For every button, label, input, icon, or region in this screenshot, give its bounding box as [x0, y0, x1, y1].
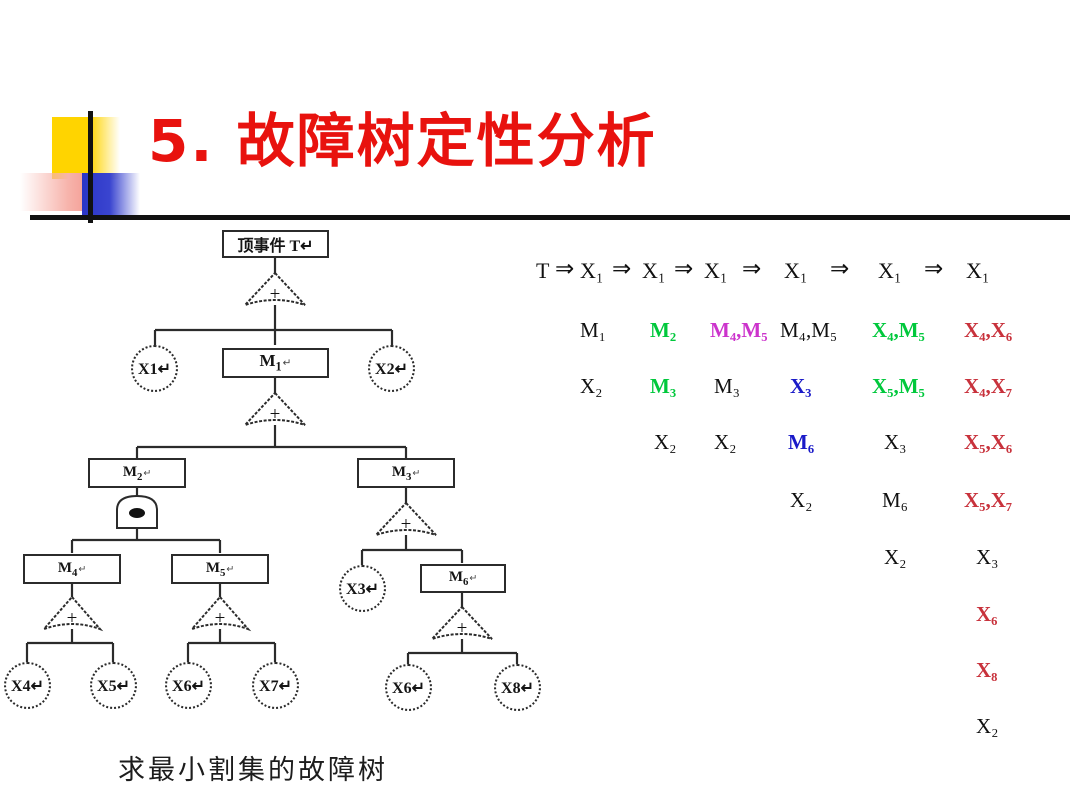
node-box-m3-label: M3↵ [391, 463, 421, 483]
deriv-arrow-4: ⇒ [742, 256, 762, 281]
deriv-c3-r3: X₂ [714, 430, 737, 454]
page-title: 5. 故障树定性分析 [148, 107, 657, 175]
deriv-c6-r4: X₅,X₇ [964, 488, 1013, 512]
deriv-c2-r2: M₃ [650, 374, 677, 398]
node-circle-x6-left-label: X6↵ [172, 677, 205, 695]
node-circle-x1[interactable]: X1↵ [131, 345, 178, 392]
deriv-head-5: X₁ [784, 258, 808, 283]
title-decoration [20, 103, 170, 225]
node-circle-x3-label: X3↵ [346, 580, 379, 598]
deriv-c2-r3: X₂ [654, 430, 677, 454]
deriv-c5-r5: X₂ [884, 545, 907, 569]
deriv-c5-r1: X₄,M₅ [872, 318, 925, 342]
deriv-c4-r1: M₄,M₅ [780, 318, 838, 342]
deriv-c6-r6: X₆ [976, 602, 998, 626]
diagram-caption: 求最小割集的故障树 [118, 755, 388, 786]
node-box-m4-label: M4↵ [57, 559, 87, 579]
node-circle-x1-label: X1↵ [138, 360, 171, 378]
node-circle-x6-right-label: X6↵ [392, 679, 425, 697]
deriv-head-2: X₁ [580, 258, 604, 283]
tree-connectors: + + + + + + [25, 257, 519, 665]
node-circle-x5-label: X5↵ [97, 677, 130, 695]
deriv-c6-r1: X₄,X₆ [964, 318, 1013, 342]
deriv-c3-r1: M₄,M₅ [710, 318, 768, 342]
derivation-table: T ⇒ X₁ ⇒ X₁ ⇒ X₁ ⇒ X₁ ⇒ X₁ ⇒ X₁ M₁ X₂ M₂… [528, 240, 1080, 740]
deriv-c4-r4: X₂ [790, 488, 813, 512]
deco-horizontal-rule [30, 215, 1070, 220]
deriv-c2-r1: M₂ [650, 318, 677, 342]
node-box-m1-label: M1↵ [259, 351, 292, 374]
deriv-arrow-2: ⇒ [612, 256, 632, 281]
deriv-c6-r2: X₄,X₇ [964, 374, 1013, 398]
deriv-head-3: X₁ [642, 258, 666, 283]
gate-m1-shape [244, 391, 306, 426]
node-circle-x2[interactable]: X2↵ [368, 345, 415, 392]
deriv-c5-r4: M₆ [882, 488, 908, 512]
node-circle-x8-label: X8↵ [501, 679, 534, 697]
deriv-arrow-1: ⇒ [555, 256, 575, 281]
deriv-c1-r2: X₂ [580, 374, 603, 398]
gate-m6-shape [431, 605, 493, 640]
node-box-m2[interactable]: M2↵ [88, 458, 186, 488]
svg-text:+: + [457, 618, 468, 639]
node-top-event[interactable]: 顶事件 T↵ [222, 230, 329, 258]
gate-m2-shape [116, 494, 158, 529]
deriv-arrow-3: ⇒ [674, 256, 694, 281]
deriv-c6-r3: X₅,X₆ [964, 430, 1013, 454]
deriv-c6-r7: X₈ [976, 658, 998, 682]
deriv-c1-r1: M₁ [580, 318, 606, 342]
svg-text:+: + [67, 608, 78, 629]
deriv-c6-r5: X₃ [976, 545, 999, 569]
node-box-m6-label: M6↵ [448, 569, 478, 588]
svg-text:+: + [270, 284, 281, 305]
node-circle-x3[interactable]: X3↵ [339, 565, 386, 612]
node-circle-x4[interactable]: X4↵ [4, 662, 51, 709]
gate-top-shape [244, 271, 306, 306]
svg-text:+: + [401, 514, 412, 535]
gate-m4-shape [40, 595, 104, 632]
deriv-head-6: X₁ [878, 258, 902, 283]
node-circle-x5[interactable]: X5↵ [90, 662, 137, 709]
node-circle-x7-label: X7↵ [259, 677, 292, 695]
deco-vertical-rule [88, 111, 93, 223]
node-box-m5[interactable]: M5↵ [171, 554, 269, 584]
deriv-c4-r2: X₃ [790, 374, 812, 398]
gate-m5-shape [188, 595, 252, 632]
node-box-m6[interactable]: M6↵ [420, 564, 506, 593]
node-circle-x7[interactable]: X7↵ [252, 662, 299, 709]
node-circle-x6-right[interactable]: X6↵ [385, 664, 432, 711]
deriv-c6-r8: X₂ [976, 714, 999, 738]
deriv-head-7: X₁ [966, 258, 990, 283]
node-circle-x6-left[interactable]: X6↵ [165, 662, 212, 709]
svg-text:+: + [270, 404, 281, 425]
node-box-m2-label: M2↵ [122, 463, 152, 483]
node-circle-x2-label: X2↵ [375, 360, 408, 378]
deriv-arrow-6: ⇒ [924, 256, 944, 281]
node-box-m4[interactable]: M4↵ [23, 554, 121, 584]
gate-plus-glyphs: + + + + + + [67, 284, 468, 639]
deriv-head-4: X₁ [704, 258, 728, 283]
deriv-arrow-5: ⇒ [830, 256, 850, 281]
node-circle-x8[interactable]: X8↵ [494, 664, 541, 711]
node-box-m1[interactable]: M1↵ [222, 348, 329, 378]
node-top-event-label: 顶事件 T↵ [237, 238, 314, 255]
node-circle-x4-label: X4↵ [11, 677, 44, 695]
deriv-head-1: T [536, 258, 550, 283]
deco-yellow-square [52, 117, 120, 179]
gate-m3-shape [375, 501, 437, 536]
node-box-m3[interactable]: M3↵ [357, 458, 455, 488]
deriv-c4-r3: M₆ [788, 430, 815, 454]
deriv-c3-r2: M₃ [714, 374, 740, 398]
fault-tree-diagram: + + + + + + 顶事件 T↵ M1↵ M2↵ M3↵ M4↵ M5↵ [0, 225, 560, 745]
svg-text:+: + [215, 608, 226, 629]
deriv-c5-r2: X₅,M₅ [872, 374, 925, 398]
deriv-c5-r3: X₃ [884, 430, 907, 454]
node-box-m5-label: M5↵ [205, 559, 235, 579]
